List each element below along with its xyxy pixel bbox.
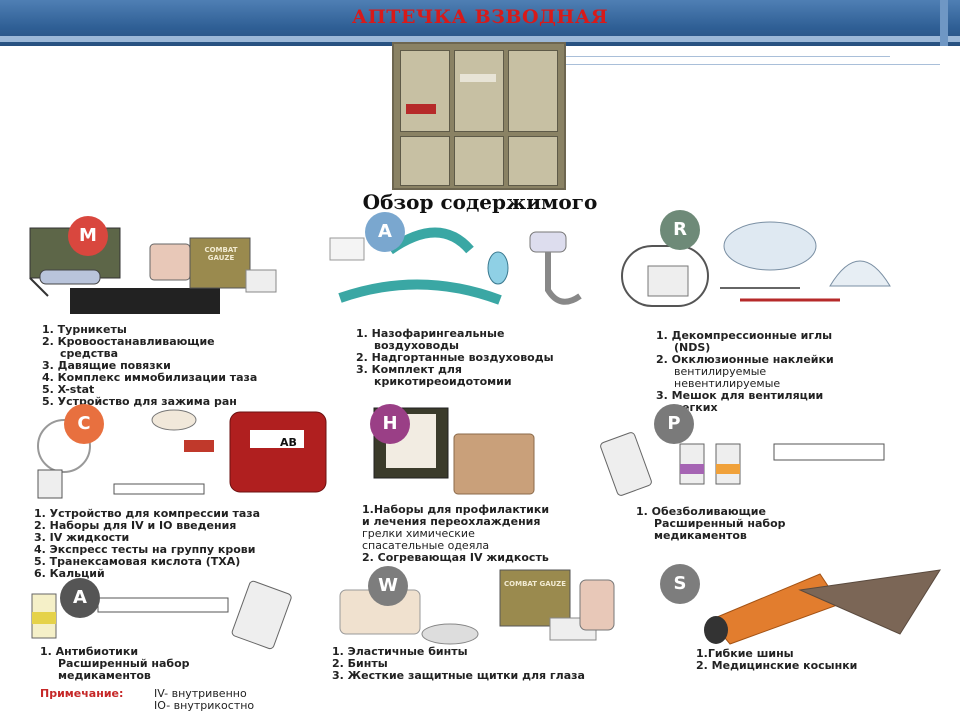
- list-item: 1. Устройство для компрессии таза: [34, 507, 261, 520]
- section-badge-c: C: [64, 404, 104, 444]
- list-item: Расширенный набор: [58, 657, 190, 670]
- list-item: грелки химические: [362, 527, 475, 540]
- list-item: 2. Кровоостанавливающие: [42, 335, 215, 348]
- list-item: 3. IV жидкости: [34, 531, 130, 544]
- list-item: 6. Кальций: [34, 567, 105, 580]
- list-item: 4. Комплекс иммобилизации таза: [42, 371, 258, 384]
- section-a-list: 1. Назофарингеальные воздуховоды 2. Надг…: [356, 328, 554, 388]
- section-w-list: 1. Эластичные бинты 2. Бинты 3. Жесткие …: [332, 646, 585, 682]
- section-h-list: 1.Наборы для профилактики и лечения пере…: [362, 504, 549, 564]
- list-item: невентилируемые: [674, 377, 781, 390]
- section-h-image: [370, 404, 550, 504]
- section-m-list: 1. Турникеты 2. Кровоостанавливающие сре…: [42, 324, 257, 408]
- section-badge-s: S: [660, 564, 700, 604]
- deco-line: [560, 64, 940, 65]
- note-line-io: IO- внутрикостно: [154, 699, 255, 712]
- subtitle: Обзор содержимого: [362, 190, 598, 214]
- deco-strip: [940, 0, 948, 46]
- airway-icon: [329, 227, 582, 305]
- section-badge-h: H: [370, 404, 410, 444]
- bandages-icon: [339, 569, 615, 645]
- list-item: 5. X-stat: [42, 383, 95, 396]
- note-line-iv: IV- внутривенно: [154, 687, 247, 700]
- section-badge-m: M: [68, 216, 108, 256]
- section-badge-w: W: [368, 566, 408, 606]
- section-badge-p: P: [654, 404, 694, 444]
- list-item: 2. Согревающая IV жидкость: [362, 551, 549, 564]
- section-r-list: 1. Декомпрессионные иглы (NDS) 2. Окклюз…: [656, 330, 834, 414]
- section-a-image: [329, 220, 610, 320]
- list-item: 2. Медицинские косынки: [696, 659, 858, 672]
- list-item: средства: [60, 347, 119, 360]
- section-badge-r: R: [660, 210, 700, 250]
- combat-gauze-label: COMBAT GAUZE: [504, 580, 566, 588]
- hypothermia-kit-icon: [373, 407, 535, 495]
- list-item: 1. Антибиотики: [40, 645, 139, 658]
- list-item: 1. Обезболивающие: [636, 505, 766, 518]
- blood-type-label: AB: [280, 436, 297, 449]
- list-item: 3. Мешок для вентиляции: [656, 389, 824, 402]
- section-c-list: 1. Устройство для компрессии таза 2. Наб…: [34, 508, 260, 580]
- list-item: 1.Наборы для профилактики: [362, 503, 550, 516]
- list-item: 2. Бинты: [332, 657, 388, 670]
- list-item: крикотиреоидотомии: [374, 375, 512, 388]
- list-item: вентилируемые: [674, 365, 767, 378]
- list-item: 2. Надгортанные воздуховоды: [356, 351, 554, 364]
- list-item: и лечения переохлаждения: [362, 515, 541, 528]
- list-item: 2. Наборы для IV и IO введения: [34, 519, 237, 532]
- section-s-image: [650, 564, 941, 646]
- list-item: медикаментов: [654, 529, 747, 542]
- first-aid-kit-image: [392, 42, 566, 190]
- list-item: (NDS): [674, 341, 711, 354]
- list-item: спасательные одеяла: [362, 539, 490, 552]
- deco-line: [560, 56, 890, 57]
- section-p-image: [600, 404, 914, 500]
- list-item: 3. Давящие повязки: [42, 359, 171, 372]
- section-p-list: 1. Обезболивающие Расширенный набор меди…: [636, 506, 786, 542]
- list-item: 1. Декомпрессионные иглы: [656, 329, 833, 342]
- list-item: 3. Жесткие защитные щитки для глаза: [332, 669, 585, 682]
- section-w-image: COMBAT GAUZE: [330, 569, 620, 646]
- page-title: АПТЕЧКА ВЗВОДНАЯ: [351, 6, 609, 28]
- list-item: 3. Комплект для: [356, 363, 462, 376]
- list-item: 1. Турникеты: [42, 323, 127, 336]
- list-item: 1. Назофарингеальные: [356, 327, 505, 340]
- list-item: 5. Транексамовая кислота (TXA): [34, 555, 241, 568]
- splint-icon: [704, 569, 941, 645]
- list-item: медикаментов: [58, 669, 151, 682]
- section-s-list: 1.Гибкие шины 2. Медицинские косынки: [696, 648, 857, 672]
- combat-gauze-label: COMBAT GAUZE: [204, 246, 238, 262]
- list-item: 1.Гибкие шины: [696, 647, 794, 660]
- section-r-image: [620, 216, 920, 316]
- note-label: Примечание:: [40, 687, 124, 700]
- section-badge-a-airway: A: [365, 212, 405, 252]
- medication-icon: [600, 432, 885, 496]
- list-item: 4. Экспресс тесты на группу крови: [34, 543, 256, 556]
- section-antibiotics-list: 1. Антибиотики Расширенный набор медикам…: [40, 646, 190, 682]
- list-item: 2. Окклюзионные наклейки: [656, 353, 834, 366]
- list-item: воздуховоды: [374, 339, 459, 352]
- list-item: Расширенный набор: [654, 517, 786, 530]
- ventilation-bag-icon: [621, 221, 891, 307]
- list-item: 1. Эластичные бинты: [332, 645, 468, 658]
- section-badge-a-antibiotics: A: [60, 578, 100, 618]
- title-bar-strip: [0, 36, 960, 42]
